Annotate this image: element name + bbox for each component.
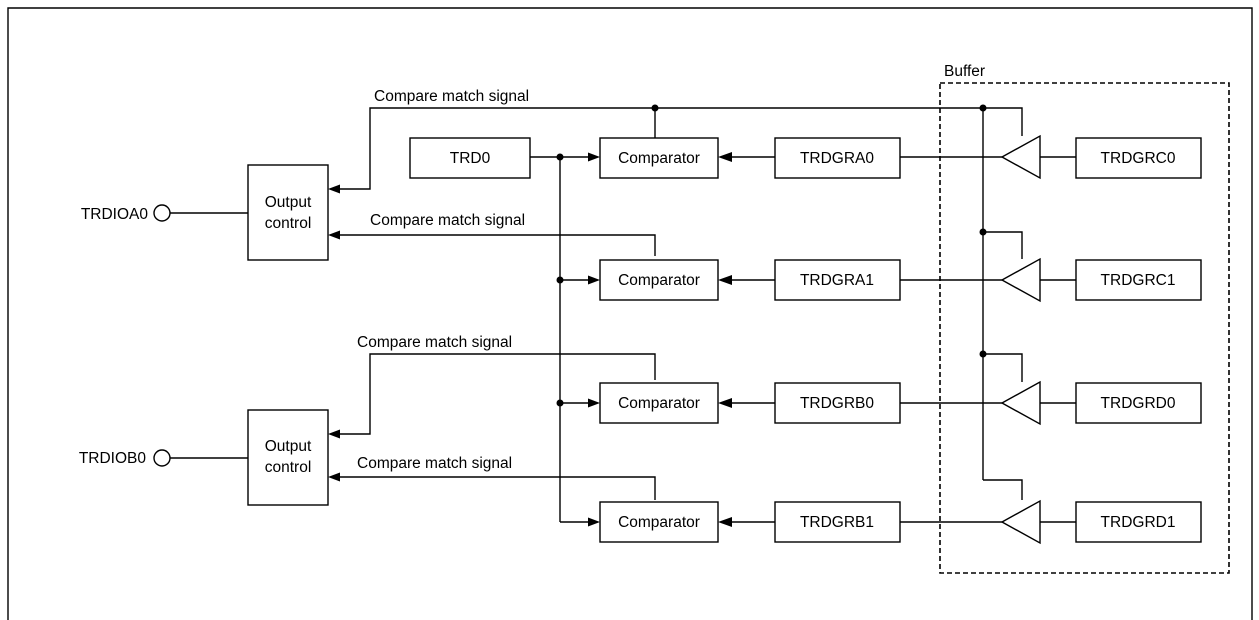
arrowhead-bus-1 xyxy=(588,152,600,162)
buffer-control-branch-2 xyxy=(983,231,1023,259)
junction-cm1 xyxy=(651,104,659,112)
arrowhead-reg-3 xyxy=(718,398,732,408)
arrowhead-bus-4 xyxy=(588,517,600,527)
signal-label-1: Compare match signal xyxy=(374,88,529,105)
compare-match-wire-1 xyxy=(335,107,1023,190)
junction-bus-2 xyxy=(556,276,564,284)
output-control-b xyxy=(247,409,329,506)
register-trdgrd1 xyxy=(1075,501,1202,543)
comparator-3-label: Comparator xyxy=(618,395,700,412)
register-trdgrd0-label: TRDGRD0 xyxy=(1101,395,1176,412)
buffer-region xyxy=(939,82,1230,574)
outer-frame xyxy=(7,7,1253,620)
pin-terminal-trdioa0 xyxy=(153,204,171,222)
counter-label: TRD0 xyxy=(450,150,491,167)
comparator-4-label: Comparator xyxy=(618,514,700,531)
register-trdgrd0 xyxy=(1075,382,1202,424)
register-trdgrd1-label: TRDGRD1 xyxy=(1101,514,1176,531)
comparator-4 xyxy=(599,501,719,543)
register-trdgrb0 xyxy=(774,382,901,424)
arrowhead-bus-2 xyxy=(588,275,600,285)
register-trdgrb1-label: TRDGRB1 xyxy=(800,514,874,531)
register-trdgrc1 xyxy=(1075,259,1202,301)
compare-match-wire-3 xyxy=(335,353,656,435)
register-trdgra0-label: TRDGRA0 xyxy=(800,150,874,167)
junction-bus-3 xyxy=(556,399,564,407)
pin-label-trdiob0: TRDIOB0 xyxy=(79,450,147,467)
junction-buffer-2 xyxy=(979,228,987,236)
arrowhead-cm2 xyxy=(328,230,340,240)
output-control-b-line1: Output xyxy=(265,438,312,455)
buffer-label: Buffer xyxy=(944,63,985,80)
comparator-1-label: Comparator xyxy=(618,150,700,167)
signal-label-4: Compare match signal xyxy=(357,455,512,472)
compare-match-wire-2 xyxy=(335,234,656,256)
register-trdgrc0 xyxy=(1075,137,1202,179)
output-control-a xyxy=(247,164,329,261)
signal-label-3: Compare match signal xyxy=(357,334,512,351)
compare-match-wire-4 xyxy=(335,476,656,500)
junction-buffer-3 xyxy=(979,350,987,358)
buffer-triangle-2 xyxy=(1000,257,1041,303)
register-trdgra1-label: TRDGRA1 xyxy=(800,272,874,289)
output-control-b-line2: control xyxy=(265,459,312,476)
arrowhead-cm4 xyxy=(328,472,340,482)
signal-label-2: Compare match signal xyxy=(370,212,525,229)
counter-trd0 xyxy=(409,137,531,179)
arrowhead-reg-2 xyxy=(718,275,732,285)
register-trdgra1 xyxy=(774,259,901,301)
register-trdgrb0-label: TRDGRB0 xyxy=(800,395,874,412)
buffer-triangle-1 xyxy=(1000,134,1041,180)
arrowhead-reg-1 xyxy=(718,152,732,162)
buffer-control-branch-4 xyxy=(983,479,1023,500)
register-trdgra0 xyxy=(774,137,901,179)
output-control-a-line1: Output xyxy=(265,194,312,211)
comparator-3 xyxy=(599,382,719,424)
arrowhead-reg-4 xyxy=(718,517,732,527)
comparator-1 xyxy=(599,137,719,179)
pin-terminal-trdiob0 xyxy=(153,449,171,467)
buffer-control-branch-3 xyxy=(983,353,1023,382)
comparator-2-label: Comparator xyxy=(618,272,700,289)
pin-label-trdioa0: TRDIOA0 xyxy=(81,206,149,223)
buffer-triangle-3 xyxy=(1000,380,1041,426)
arrowhead-cm1 xyxy=(328,184,340,194)
arrowhead-cm3 xyxy=(328,429,340,439)
buffer-triangle-4 xyxy=(1000,499,1041,545)
junction-bus-1 xyxy=(556,153,564,161)
junction-buffer-top xyxy=(979,104,987,112)
comparator-2 xyxy=(599,259,719,301)
output-control-a-line2: control xyxy=(265,215,312,232)
register-trdgrb1 xyxy=(774,501,901,543)
register-trdgrc1-label: TRDGRC1 xyxy=(1101,272,1176,289)
register-trdgrc0-label: TRDGRC0 xyxy=(1101,150,1176,167)
arrowhead-bus-3 xyxy=(588,398,600,408)
